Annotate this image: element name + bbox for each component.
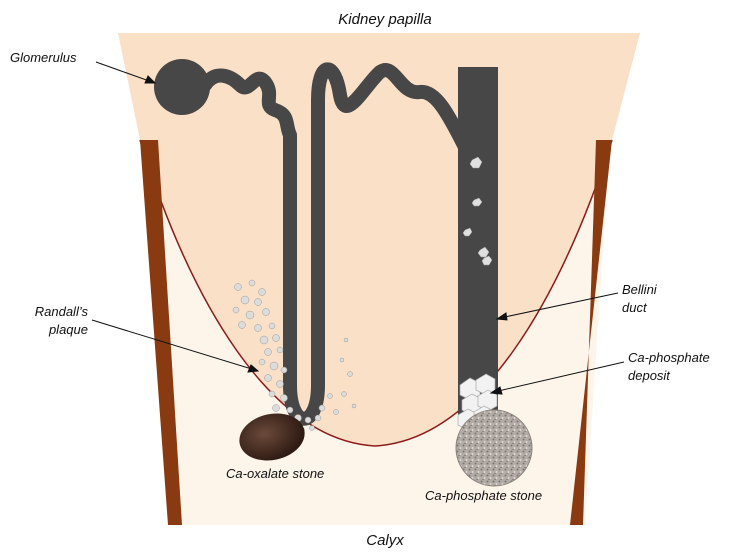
ca-phosphate-deposit-label-line2: deposit bbox=[628, 368, 671, 383]
randalls-plaque-label-line1: Randall’s bbox=[35, 304, 89, 319]
ca-phosphate-stone-label: Ca-phosphate stone bbox=[425, 488, 542, 503]
calyx-label: Calyx bbox=[366, 532, 404, 549]
kidney-papilla-label: Kidney papilla bbox=[338, 11, 431, 28]
randalls-plaque-label-line2: plaque bbox=[48, 322, 88, 337]
ca-phosphate-stone-shape bbox=[456, 410, 532, 486]
glomerulus-shape bbox=[154, 59, 210, 115]
bellini-duct-shape bbox=[458, 67, 498, 422]
ca-phosphate-deposit-label-line1: Ca-phosphate bbox=[628, 350, 710, 365]
bellini-duct-label-line1: Bellini bbox=[622, 282, 658, 297]
ca-oxalate-stone-label: Ca-oxalate stone bbox=[226, 466, 324, 481]
bellini-duct-label-line2: duct bbox=[622, 300, 648, 315]
glomerulus-label: Glomerulus bbox=[10, 50, 77, 65]
